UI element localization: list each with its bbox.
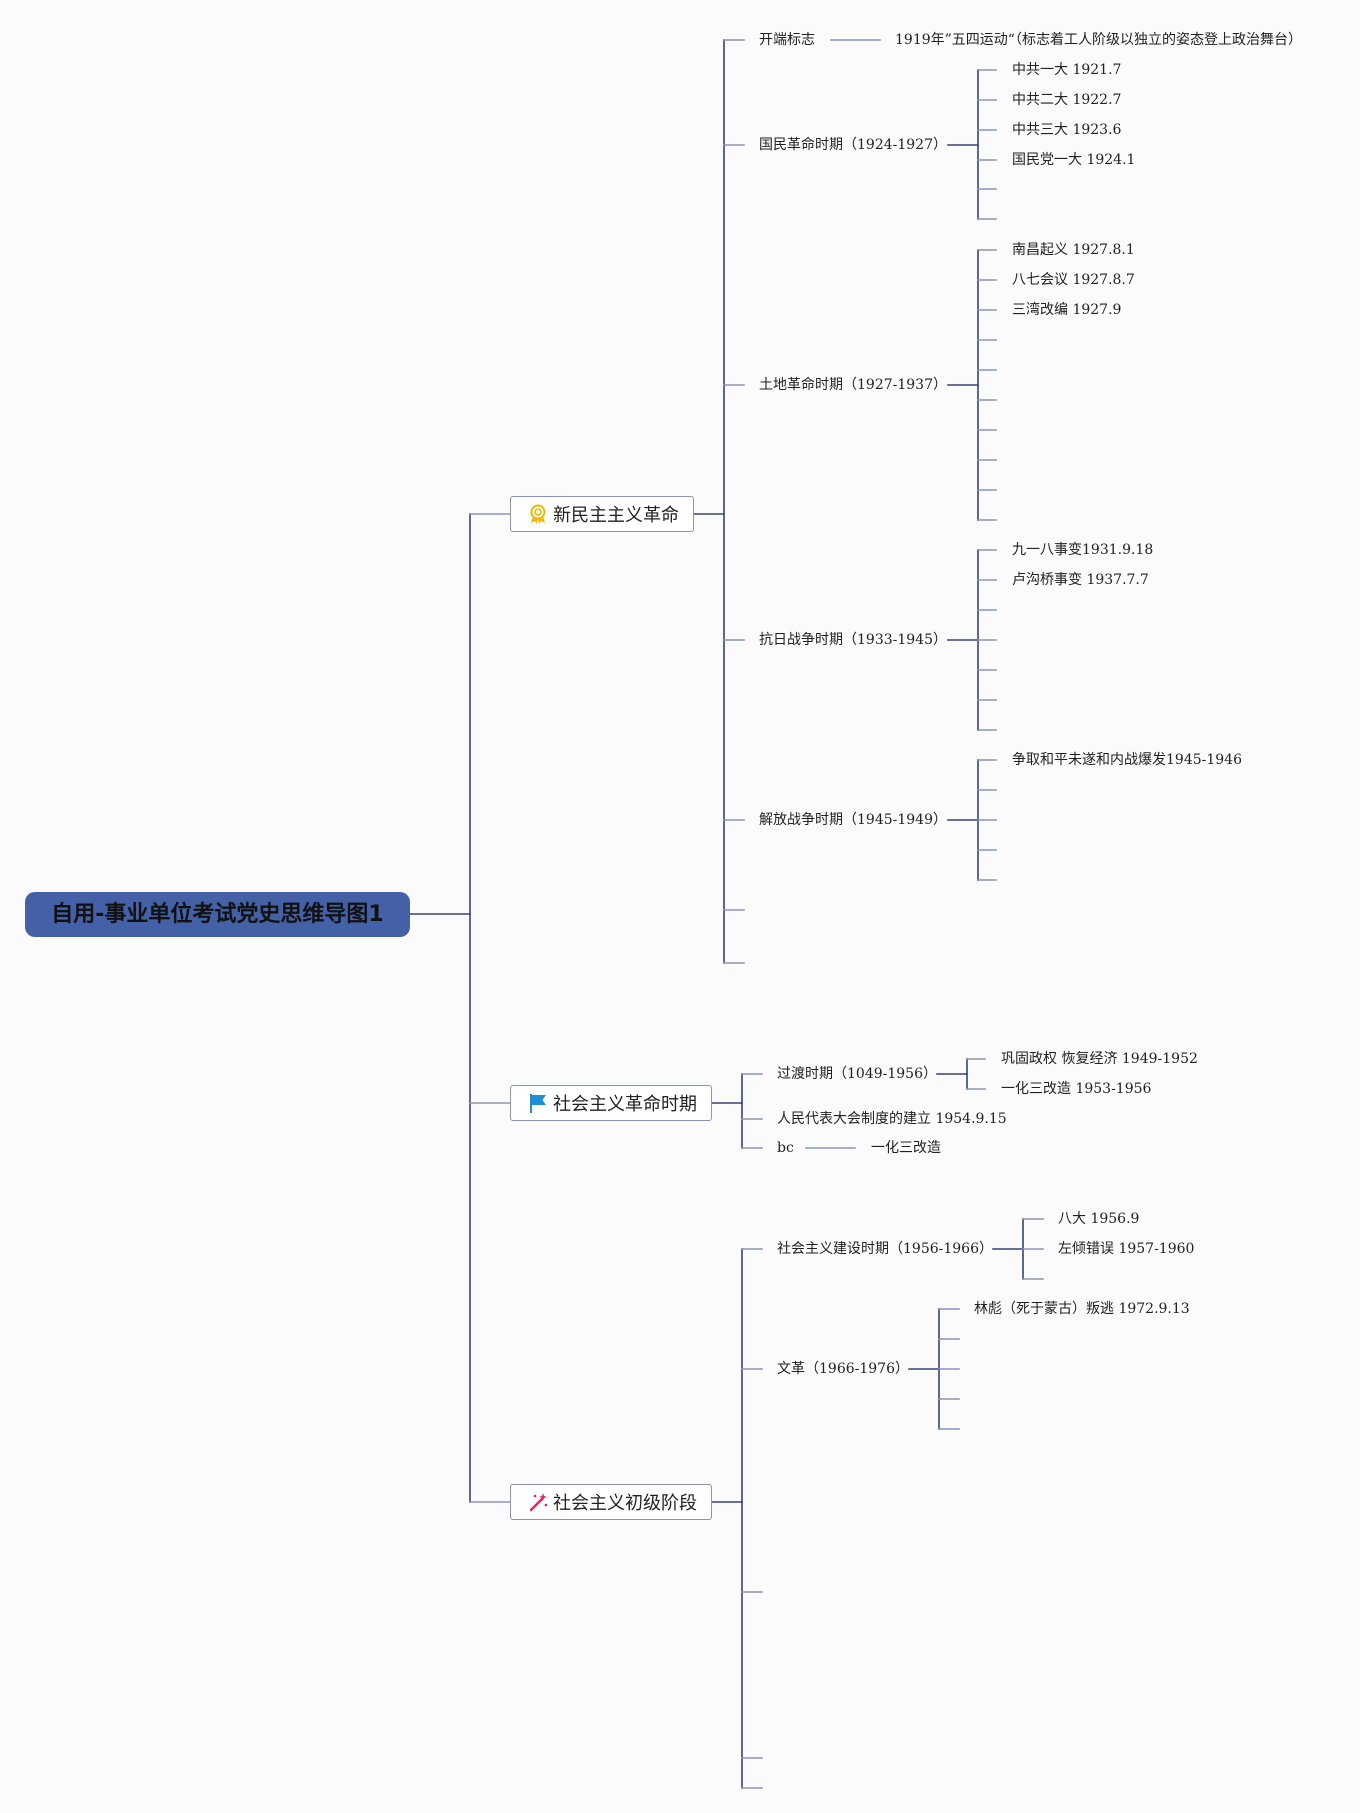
list-item[interactable]: 八七会议 1927.8.7: [1012, 272, 1135, 288]
list-item[interactable]: 林彪（死于蒙古）叛逃 1972.9.13: [974, 1301, 1190, 1317]
branch-label: 新民主主义革命: [553, 505, 679, 526]
list-item[interactable]: 争取和平未遂和内战爆发1945-1946: [1012, 752, 1242, 768]
list-item[interactable]: 八大 1956.9: [1058, 1211, 1140, 1227]
list-item[interactable]: 左倾错误 1957-1960: [1058, 1241, 1195, 1257]
topic-anti-japanese-war[interactable]: 抗日战争时期（1933-1945）: [759, 632, 947, 648]
list-item[interactable]: 九一八事变1931.9.18: [1012, 542, 1154, 558]
topic-peoples-congress[interactable]: 人民代表大会制度的建立 1954.9.15: [777, 1111, 1007, 1127]
topic-start-marker[interactable]: 开端标志: [759, 32, 815, 48]
list-item[interactable]: 巩固政权 恢复经济 1949-1952: [1001, 1051, 1198, 1067]
branch-primary-stage-socialism[interactable]: 社会主义初级阶段: [510, 1484, 712, 1520]
award-ribbon-icon: [527, 503, 549, 525]
branch-socialist-revolution[interactable]: 社会主义革命时期: [510, 1085, 712, 1121]
list-item[interactable]: 卢沟桥事变 1937.7.7: [1012, 572, 1149, 588]
topic-transition-period[interactable]: 过渡时期（1049-1956）: [777, 1066, 937, 1082]
list-item[interactable]: 中共一大 1921.7: [1012, 62, 1122, 78]
root-topic[interactable]: 自用-事业单位考试党史思维导图1: [25, 892, 410, 937]
topic-bc-note[interactable]: 一化三改造: [871, 1140, 941, 1156]
topic-land-revolution[interactable]: 土地革命时期（1927-1937）: [759, 377, 947, 393]
topic-liberation-war[interactable]: 解放战争时期（1945-1949）: [759, 812, 947, 828]
branch-label: 社会主义革命时期: [553, 1094, 697, 1115]
topic-socialist-construction[interactable]: 社会主义建设时期（1956-1966）: [777, 1241, 993, 1257]
topic-start-marker-note[interactable]: 1919年”五四运动“（标志着工人阶级以独立的姿态登上政治舞台）: [895, 32, 1302, 48]
list-item[interactable]: 南昌起义 1927.8.1: [1012, 242, 1135, 258]
list-item[interactable]: 国民党一大 1924.1: [1012, 152, 1136, 168]
topic-national-revolution[interactable]: 国民革命时期（1924-1927）: [759, 137, 947, 153]
branch-new-democratic-revolution[interactable]: 新民主主义革命: [510, 496, 694, 532]
list-item[interactable]: 中共三大 1923.6: [1012, 122, 1122, 138]
list-item[interactable]: 三湾改编 1927.9: [1012, 302, 1122, 318]
list-item[interactable]: 一化三改造 1953-1956: [1001, 1081, 1152, 1097]
magic-wand-icon: [527, 1491, 549, 1513]
topic-bc[interactable]: bc: [777, 1140, 794, 1156]
flag-icon: [527, 1092, 549, 1114]
topic-cultural-revolution[interactable]: 文革（1966-1976）: [777, 1361, 909, 1377]
list-item[interactable]: 中共二大 1922.7: [1012, 92, 1122, 108]
branch-label: 社会主义初级阶段: [553, 1493, 697, 1514]
